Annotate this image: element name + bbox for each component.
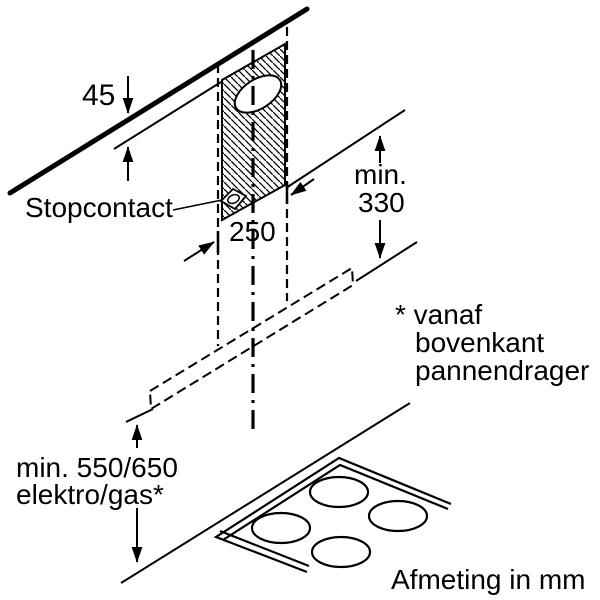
cooktop-outline-inner-back [222, 463, 449, 541]
cooktop-outline-inner-front [219, 529, 310, 568]
dim-250-arrow-right [290, 178, 315, 196]
hood-top-dashed-outline [148, 266, 355, 411]
footnote-line-1: * vanaf [395, 299, 482, 330]
dim-550-top-tick [125, 408, 154, 423]
burner-left [250, 511, 312, 545]
cooktop [213, 456, 452, 574]
footnote-line-3: pannendrager [415, 355, 589, 386]
burner-back [308, 475, 370, 509]
dim-330-label-value: 330 [358, 187, 405, 218]
burner-right [367, 499, 429, 533]
dim-45-label: 45 [82, 79, 115, 112]
socket-icon [219, 187, 248, 211]
min330-bottom-reference-line [355, 241, 418, 282]
dim-250-label: 250 [229, 216, 276, 247]
min330-top-reference-line [285, 109, 406, 189]
units-caption: Afmeting in mm [391, 564, 586, 595]
stopcontact-label: Stopcontact [25, 192, 173, 223]
footnote-line-2: bovenkant [415, 327, 544, 358]
ceiling-line [7, 6, 310, 196]
cooktop-outline-outer [213, 456, 452, 574]
burner-front [310, 535, 372, 569]
ceiling-offset-line [113, 81, 222, 150]
dim-550-label-line2: elektro/gas* [16, 479, 164, 510]
dim-250-arrow-left [183, 241, 215, 262]
duct-hole [233, 74, 283, 114]
dim-330-label-min: min. [354, 159, 407, 190]
dim-550-label-line1: min. 550/650 [16, 452, 178, 483]
counter-line [120, 402, 411, 584]
stopcontact-leader-line [172, 199, 223, 211]
